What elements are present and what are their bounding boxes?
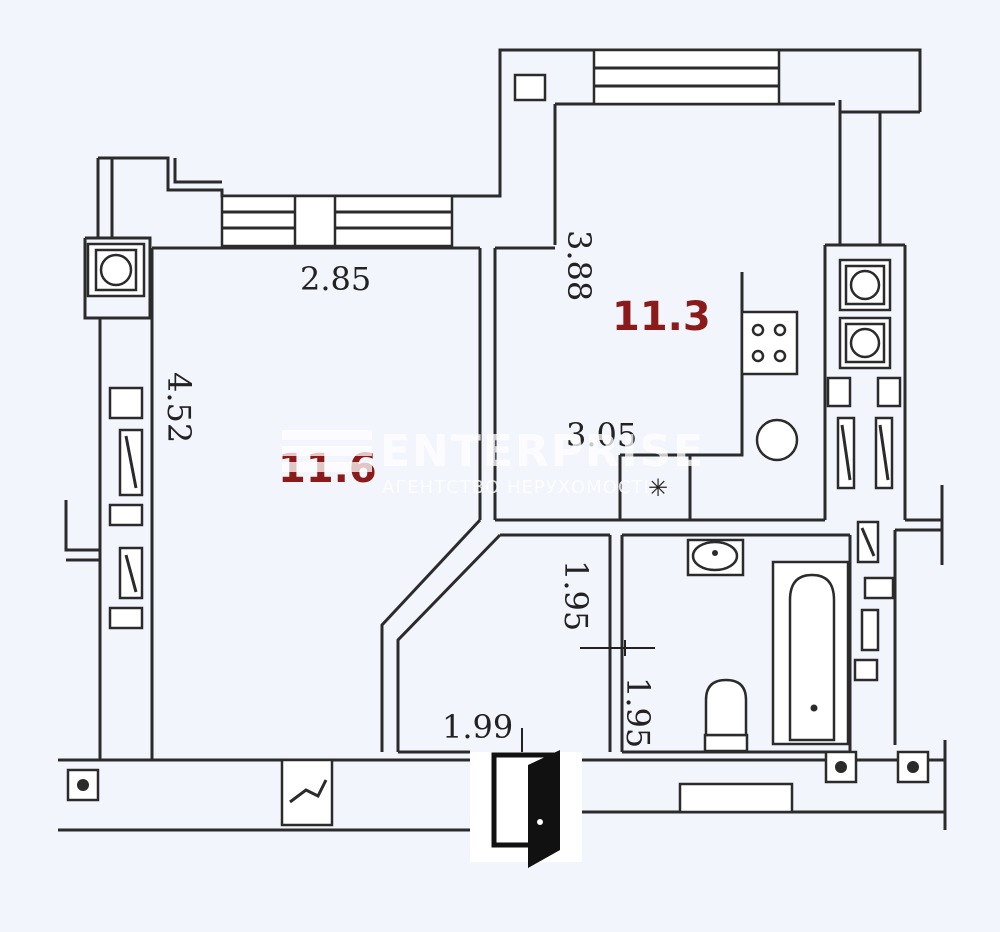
bathtub-icon bbox=[771, 560, 850, 746]
living-length-dim: 4.52 bbox=[160, 372, 198, 443]
hall-width-dim: 1.99 bbox=[442, 708, 513, 746]
living-width-dim: 2.85 bbox=[300, 260, 371, 298]
ventilation-duct-icon bbox=[838, 316, 892, 370]
hall-length-dim: 1.95 bbox=[557, 560, 595, 631]
bathroom-length-dim: 1.95 bbox=[619, 677, 657, 748]
kitchen-sink-icon bbox=[755, 418, 799, 462]
ventilation-duct-icon bbox=[838, 258, 892, 312]
column-markers bbox=[66, 750, 930, 802]
watermark: ENTERPRISE АГЕНТСТВО НЕРУХОМОСТІ bbox=[282, 426, 705, 498]
left-windows bbox=[108, 386, 144, 630]
kitchen-width-dim: 3.05 bbox=[566, 416, 637, 454]
window-kitchen bbox=[592, 48, 781, 106]
windows bbox=[220, 48, 794, 827]
window-bottom bbox=[280, 758, 334, 827]
right-windows bbox=[826, 376, 902, 682]
dimension-labels: 2.85 4.52 3.88 3.05 1.95 1.99 1.95 bbox=[160, 230, 657, 748]
window-living bbox=[220, 194, 454, 248]
watermark-brand: ENTERPRISE bbox=[380, 426, 705, 477]
toilet-icon bbox=[703, 678, 749, 753]
ventilation-duct-icon bbox=[86, 242, 146, 298]
sink-icon bbox=[686, 538, 745, 577]
stove-icon bbox=[740, 310, 799, 376]
entrance-door-icon[interactable] bbox=[470, 728, 582, 868]
kitchen-length-dim: 3.88 bbox=[560, 230, 598, 301]
gas-meter-icon: ✳ bbox=[648, 474, 668, 502]
watermark-tagline: АГЕНТСТВО НЕРУХОМОСТІ bbox=[382, 477, 650, 498]
kitchen-area-label: 11.3 bbox=[612, 294, 711, 340]
watermark-logo-icon bbox=[282, 430, 372, 472]
